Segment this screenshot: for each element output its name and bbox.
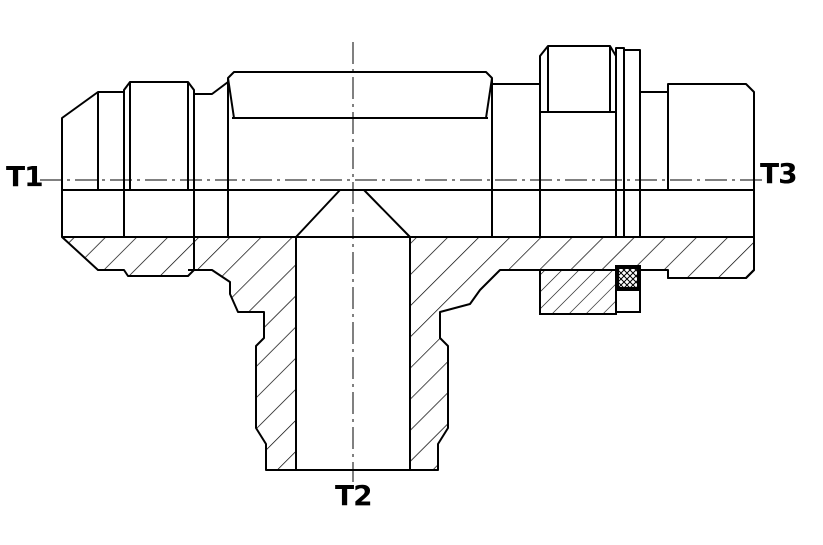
right-lock-nut — [539, 45, 641, 238]
sectioned-body — [61, 236, 755, 471]
left-flare-end — [61, 91, 125, 237]
port-label-t1: T1 — [6, 160, 44, 193]
branch-drill-cone — [295, 189, 411, 238]
port-label-t3: T3 — [760, 157, 798, 190]
o-ring-seal — [539, 265, 641, 315]
port-label-t2: T2 — [335, 479, 373, 512]
tee-body-top — [227, 71, 540, 237]
center-lines — [40, 42, 770, 482]
